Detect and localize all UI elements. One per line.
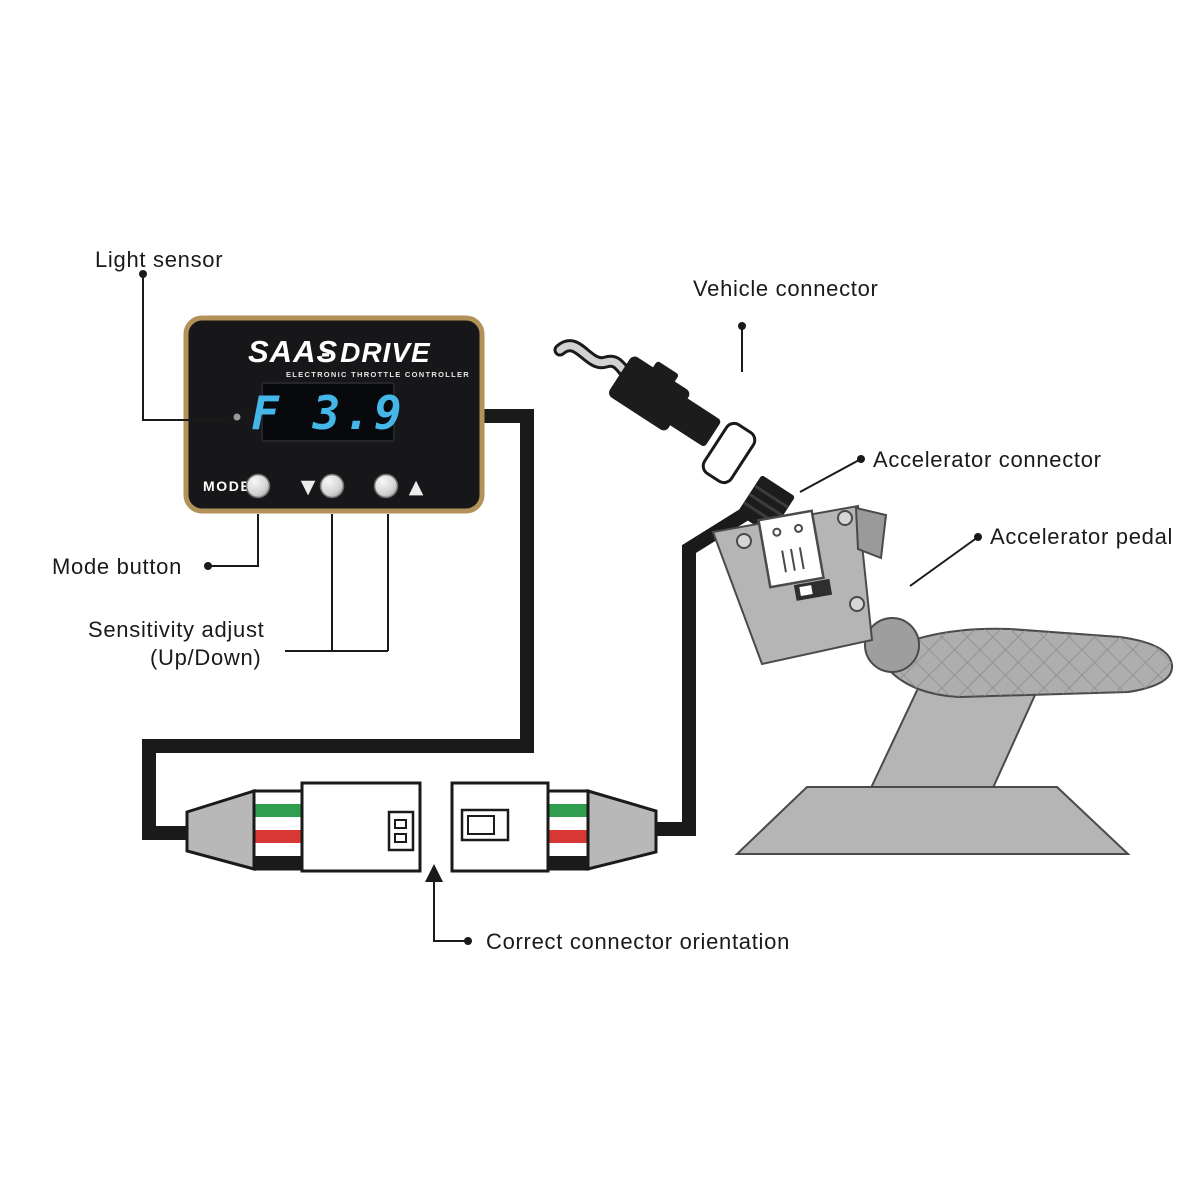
female-socket xyxy=(460,808,510,842)
label-sensitivity-adjust: Sensitivity adjust xyxy=(88,617,264,642)
female-strain-relief xyxy=(586,788,658,871)
male-latch-notch xyxy=(394,819,407,829)
bracket-bolt xyxy=(837,510,853,526)
harness-connector-male xyxy=(185,781,422,873)
led-display-value: F 3.9 xyxy=(251,386,404,440)
sensitivity-down-button[interactable] xyxy=(319,473,345,499)
mode-button[interactable] xyxy=(245,473,271,499)
bracket-hook xyxy=(854,506,888,560)
brand-subtitle: ELECTRONIC THROTTLE CONTROLLER xyxy=(286,370,470,379)
male-strain-relief xyxy=(185,788,256,871)
male-latch xyxy=(387,810,415,852)
leader-light-sensor xyxy=(142,274,226,421)
down-arrow-icon: ▼ xyxy=(301,476,316,498)
vehicle-plug-clip xyxy=(669,398,721,446)
brand-suffix: - DRIVE xyxy=(321,337,431,368)
leader-accelerator-connector xyxy=(799,458,862,493)
mode-button-label: MODE xyxy=(203,478,251,494)
vehicle-connector-assembly xyxy=(553,339,795,535)
male-wire-stripes xyxy=(252,789,304,871)
pedal-pad-quilt-texture xyxy=(878,628,1173,697)
led-display xyxy=(261,382,395,442)
vehicle-plug-body xyxy=(609,356,690,431)
female-socket-slot xyxy=(467,815,495,835)
label-vehicle-connector: Vehicle connector xyxy=(693,276,879,301)
callouts: Light sensor Vehicle connector Accelerat… xyxy=(52,247,1173,954)
label-accelerator-pedal: Accelerator pedal xyxy=(990,524,1173,549)
accelerator-pedal-assembly xyxy=(711,504,1174,855)
male-latch-notch xyxy=(394,833,407,843)
brand-logo: SAAS xyxy=(248,334,338,369)
female-wire-stripes xyxy=(546,789,590,871)
label-sensitivity-updown: (Up/Down) xyxy=(150,645,261,670)
bracket-bolt xyxy=(736,533,752,549)
pedal-connector-plate xyxy=(757,509,825,589)
throttle-controller-unit: SAAS - DRIVE ELECTRONIC THROTTLE CONTROL… xyxy=(183,315,485,514)
label-accelerator-connector: Accelerator connector xyxy=(873,447,1102,472)
up-arrowhead-icon xyxy=(425,864,443,882)
bracket-bolt xyxy=(849,596,865,612)
harness-connector-female xyxy=(450,781,658,873)
controller-to-connector-cable xyxy=(142,409,534,840)
label-light-sensor: Light sensor xyxy=(95,247,223,272)
pedal-switch-slot xyxy=(793,578,833,601)
rubber-boot xyxy=(701,421,757,485)
label-mode-button: Mode button xyxy=(52,554,182,579)
pedal-base-plate xyxy=(734,786,1131,855)
sensitivity-up-button[interactable] xyxy=(373,473,399,499)
leader-accelerator-pedal xyxy=(909,536,979,587)
light-sensor-dot xyxy=(233,413,241,421)
female-housing xyxy=(450,781,550,873)
pedal-pivot xyxy=(864,617,920,673)
leader-connector-orientation xyxy=(433,880,468,942)
up-arrow-icon: ▲ xyxy=(409,476,424,498)
leader-mode-button xyxy=(208,514,259,567)
label-connector-orientation: Correct connector orientation xyxy=(486,929,790,954)
